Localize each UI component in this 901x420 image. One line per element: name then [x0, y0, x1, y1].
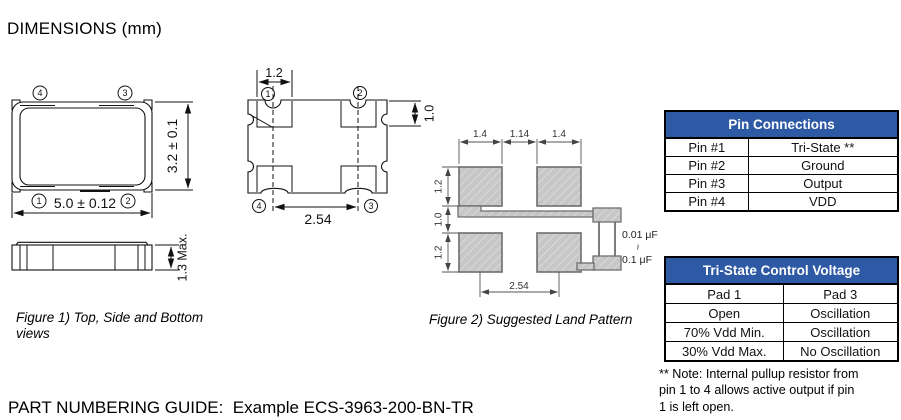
pin3-circle: [117, 85, 133, 101]
land-pad-4: [458, 232, 503, 273]
bottom-view-padheight-dim: [389, 100, 421, 127]
tristate-table-title: Tri-State Control Voltage: [664, 256, 899, 285]
pin-connections-table: Pin Connections Pin #1 Tri-State ** Pin …: [664, 110, 899, 212]
pad1-cell: 70% Vdd Min.: [664, 322, 784, 342]
pad1-cell: 30% Vdd Max.: [664, 341, 784, 362]
side-view-pad-lines: [19, 245, 146, 270]
bottom-view-pin-tl-label: 1: [265, 89, 270, 99]
top-view-pin-tr-label: 3: [122, 88, 127, 98]
pad3-cell: No Oscillation: [782, 341, 899, 362]
table-row: 30% Vdd Max. No Oscillation: [664, 341, 899, 362]
table-row: Pin #3 Output: [664, 174, 899, 193]
bottom-view-padwidth-label: 1.2: [265, 66, 282, 80]
pin1-circle: [31, 193, 47, 209]
bottom-view-pin-bl-label: 4: [256, 201, 261, 211]
pin-number-cell: Pin #3: [664, 174, 749, 193]
pin-connection-cell: VDD: [747, 192, 899, 212]
page-title: DIMENSIONS (mm): [7, 19, 163, 38]
bottom-view-drawing: 1 2 4 3 1.2 1.0 2.54: [247, 66, 437, 227]
land-dim-row-bot: 1.2: [434, 245, 445, 259]
land-left-dims: [442, 166, 459, 273]
pin-connection-cell: Output: [747, 174, 899, 193]
land-top-dims: [458, 139, 582, 164]
land-pattern-drawing: 1.4 1.14 1.4 1.2 1.0 1.2 2.54 0.01 μF ~ …: [434, 129, 658, 297]
capacitor-top-pad: [592, 207, 622, 223]
side-view-height-dim: [155, 244, 179, 271]
top-view-height-dim-label: 3.2 ± 0.1: [164, 119, 180, 174]
table-row: 70% Vdd Min. Oscillation: [664, 322, 899, 342]
top-view-lid: [19, 107, 146, 186]
land-trace: [457, 205, 594, 218]
top-view-corner-tabs: [11, 99, 153, 193]
top-view-pad-edges: [20, 105, 134, 187]
pin3-circle: [364, 199, 378, 213]
land-dim-row-top: 1.2: [434, 179, 445, 193]
pin-number-cell: Pin #1: [664, 137, 749, 157]
table-row: Pin #1 Tri-State **: [664, 137, 899, 157]
tristate-col1-header: Pad 1: [664, 283, 784, 304]
land-dim-gap: 1.14: [510, 129, 530, 140]
pin1-chamfer-line: [248, 113, 273, 128]
bottom-view-padheight-label: 1.0: [423, 105, 437, 122]
land-dim-row-mid: 1.0: [434, 212, 445, 226]
bottom-view-body-outline: [247, 99, 388, 194]
table-row: Pin #2 Ground: [664, 156, 899, 175]
tristate-note: ** Note: Internal pullup resistor from p…: [659, 367, 859, 414]
pin-connection-cell: Tri-State **: [747, 137, 899, 157]
top-view-height-dim: [155, 101, 193, 191]
land-pad-2: [536, 166, 582, 207]
land-dim-pad-right: 1.4: [552, 129, 566, 140]
pad3-cell: Oscillation: [782, 303, 899, 323]
capacitor-body-lines: [598, 222, 616, 256]
side-view-drawing: 1.3 Max.: [11, 234, 190, 282]
side-view-lid: [15, 241, 149, 246]
land-pad-1: [458, 166, 503, 207]
pin-number-cell: Pin #2: [664, 156, 749, 175]
tristate-col2-header: Pad 3: [782, 283, 899, 304]
pad1-cell: Open: [664, 303, 784, 323]
capacitor-bottom-pad: [592, 255, 622, 271]
table-row: Pad 1 Pad 3: [664, 283, 899, 304]
pin-connection-cell: Ground: [747, 156, 899, 175]
side-view-body: [11, 244, 153, 271]
capacitor-range-tilde: ~: [632, 244, 644, 250]
figure1-caption: Figure 1) Top, Side and Bottom views: [16, 310, 204, 341]
land-dim-pitch: 2.54: [509, 281, 529, 292]
top-view-pin-tl-label: 4: [37, 88, 42, 98]
top-view-width-dim: [11, 193, 153, 218]
capacitor-stub: [576, 262, 595, 271]
pin-table-title: Pin Connections: [664, 110, 899, 139]
pin-number-cell: Pin #4: [664, 192, 749, 212]
top-view-pin-bl-label: 1: [36, 196, 41, 206]
bottom-view-pin-tr-label: 2: [357, 88, 362, 98]
land-dim-pad-left: 1.4: [473, 129, 487, 140]
bottom-view-centerlines: [272, 86, 359, 213]
table-row: Pin #4 VDD: [664, 192, 899, 212]
pin1-circle: [261, 87, 275, 101]
figure2-caption: Figure 2) Suggested Land Pattern: [429, 312, 633, 327]
side-view-height-dim-label: 1.3 Max.: [176, 234, 190, 282]
pin2-circle: [120, 193, 136, 209]
land-bottom-dim: [479, 272, 560, 297]
land-pad-3: [536, 232, 582, 273]
pad3-cell: Oscillation: [782, 322, 899, 342]
top-view-drawing: 4 3 1 2 3.2 ± 0.1 5.0 ± 0.12: [11, 85, 193, 218]
part-numbering-guide: PART NUMBERING GUIDE: Example ECS-3963-2…: [8, 398, 474, 417]
bottom-view-pin-br-label: 3: [368, 201, 373, 211]
capacitor-min-label: 0.01 μF: [622, 229, 658, 241]
bottom-view-padwidth-dim: [256, 70, 293, 97]
tristate-table: Tri-State Control Voltage Pad 1 Pad 3 Op…: [664, 256, 899, 362]
table-row: Open Oscillation: [664, 303, 899, 323]
pin4-circle: [32, 85, 48, 101]
pin2-circle: [353, 86, 367, 100]
top-view-width-dim-label: 5.0 ± 0.12: [54, 195, 116, 211]
capacitor-max-label: 0.1 μF: [622, 254, 652, 266]
top-view-pin-br-label: 2: [125, 196, 130, 206]
pin4-circle: [252, 199, 266, 213]
top-view-body-outline: [11, 101, 153, 191]
bottom-view-pitch-label: 2.54: [304, 211, 331, 227]
